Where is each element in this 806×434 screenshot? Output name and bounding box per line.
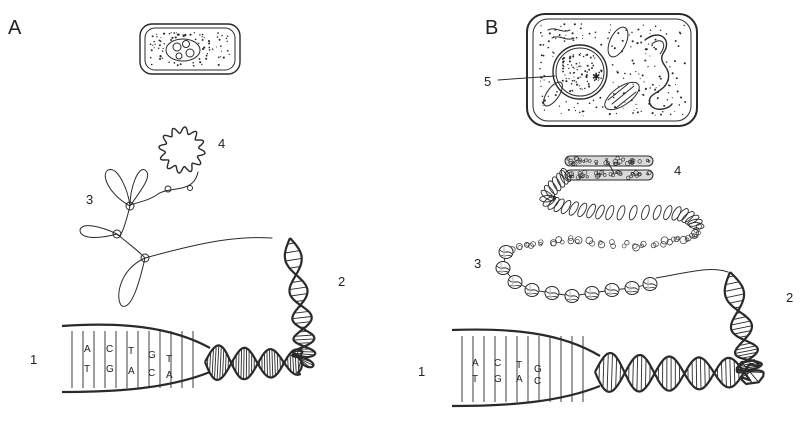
mitochondrion	[540, 79, 566, 109]
label-2: 2	[786, 290, 793, 305]
base-top: A	[472, 358, 479, 369]
label-4: 4	[218, 136, 225, 151]
panel-a-letter: A	[8, 17, 22, 39]
base-bottom: C	[534, 376, 541, 387]
base-bottom: T	[472, 374, 478, 385]
circular-chromosome	[159, 127, 205, 173]
base-top: C	[494, 358, 501, 369]
base-top: T	[516, 360, 522, 371]
metaphase-chromosome	[565, 156, 653, 180]
label-3: 3	[474, 256, 481, 271]
base-top: T	[128, 346, 134, 357]
dna-double-helix	[62, 238, 315, 392]
svg-text:✱: ✱	[592, 72, 600, 83]
base-top: C	[106, 344, 113, 355]
label-1: 1	[418, 364, 425, 379]
label-1: 1	[30, 352, 37, 367]
base-top: A	[84, 344, 91, 355]
base-top: G	[534, 364, 542, 375]
label-3: 3	[86, 192, 93, 207]
base-bottom: G	[494, 374, 502, 385]
base-bottom: A	[128, 366, 135, 377]
mitochondrion	[604, 24, 632, 60]
supercoiled-loops	[80, 170, 272, 307]
nucleosomes	[496, 246, 657, 303]
base-bottom: A	[516, 374, 523, 385]
label-4: 4	[674, 163, 681, 178]
base-top: T	[166, 354, 172, 365]
base-bottom: T	[84, 364, 90, 375]
panel-a-prokaryotic-cell	[140, 24, 240, 74]
panel-a: A	[8, 17, 345, 392]
panel-b: B ✱	[418, 14, 793, 406]
label-5: 5	[484, 74, 491, 89]
base-top: G	[148, 350, 156, 361]
panel-b-eukaryotic-cell: ✱	[498, 14, 697, 126]
panel-b-letter: B	[485, 17, 498, 39]
base-bottom: G	[106, 364, 114, 375]
base-bottom: C	[148, 368, 155, 379]
base-bottom: A	[166, 370, 173, 381]
label-2: 2	[338, 274, 345, 289]
